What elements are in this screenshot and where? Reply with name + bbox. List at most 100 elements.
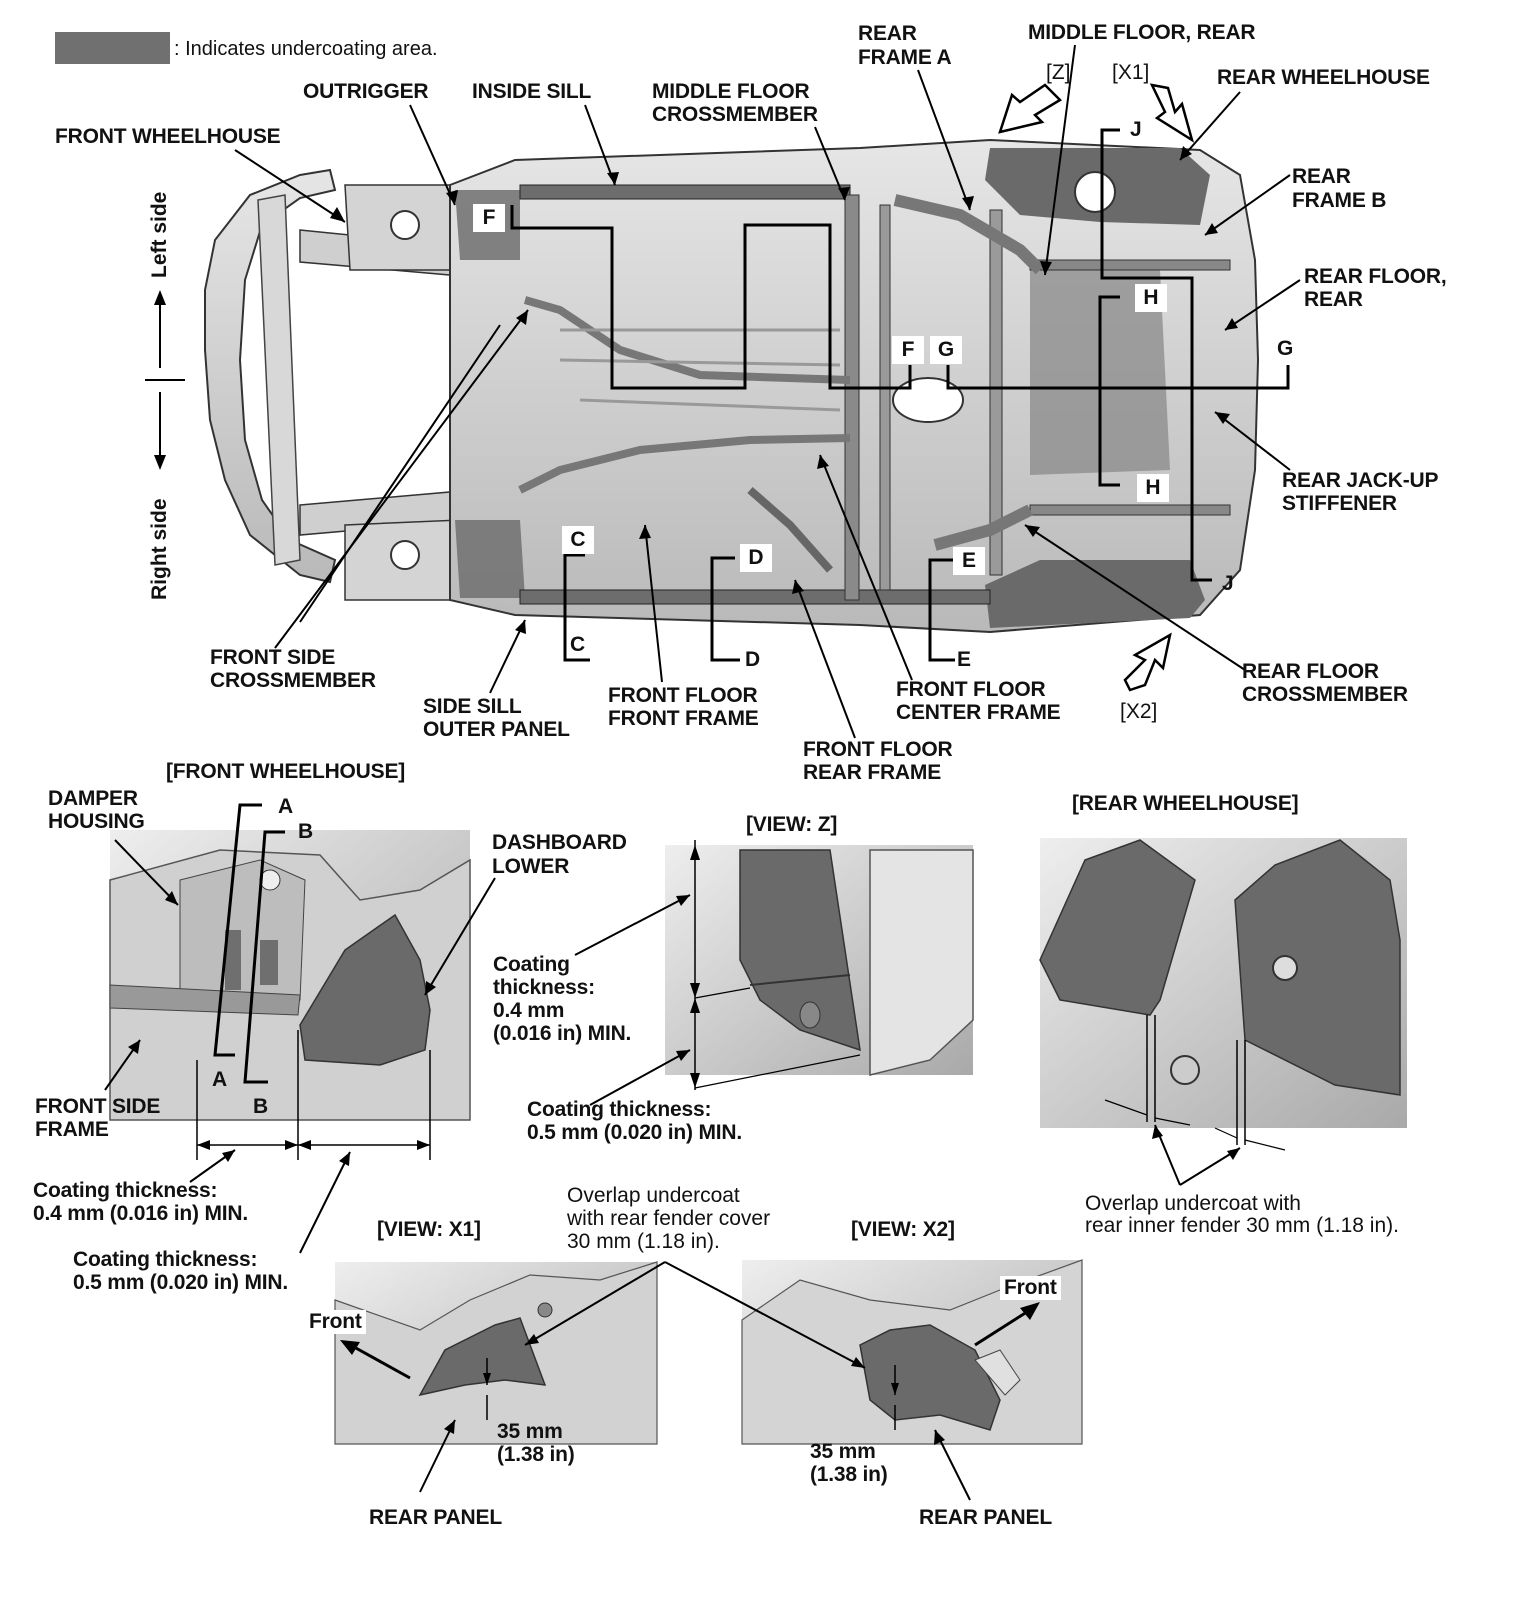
label-view-x1-tag: [X1] [1112,61,1150,84]
fw-coat1-2: 0.4 mm (0.016 in) MIN. [33,1202,249,1225]
section-b-bottom: B [253,1095,269,1118]
rear-wheelhouse-title: [REAR WHEELHOUSE] [1072,792,1299,815]
label-rear-floor-cross-1: REAR FLOOR [1242,660,1379,683]
view-z-coat1-1: Coating [493,953,570,976]
label-front-side-cross-1: FRONT SIDE [210,646,336,669]
label-side-sill-1: SIDE SILL [423,695,522,718]
undercoat-front-right [455,520,525,598]
dashboard-undercoat [299,913,431,1066]
label-front-side-cross-2: CROSSMEMBER [210,669,376,692]
section-a-top: A [278,795,294,818]
view-z-coat1-3: 0.4 mm [493,999,565,1022]
view-x1-title: [VIEW: X1] [377,1218,481,1241]
right-side-label: Right side [148,498,171,600]
leader-lines-main [234,44,1301,739]
section-a-bottom: A [212,1068,228,1091]
front-side-frame-1: FRONT SIDE [35,1095,161,1118]
label-rear-wheelhouse: REAR WHEELHOUSE [1217,66,1430,89]
label-middle-floor-crossmember-1: MIDDLE FLOOR [652,80,810,103]
label-ff-rear-1: FRONT FLOOR [803,738,953,761]
fw-coat1-1: Coating thickness: [33,1179,218,1202]
rear-wheelhouse-note-2: rear inner fender 30 mm (1.18 in). [1085,1214,1399,1237]
view-x1-dim-1: 35 mm [497,1420,563,1443]
front-side-frame-2: FRAME [35,1118,109,1141]
section-j-bottom: J [1222,572,1234,595]
legend-swatch [55,32,170,64]
view-x1-rear-panel: REAR PANEL [369,1506,502,1529]
leader-arrowheads-main [330,146,1238,634]
label-inside-sill: INSIDE SILL [472,80,592,103]
left-side-label: Left side [148,191,171,278]
section-f-right: F [892,336,924,364]
section-g-right: G [1277,337,1294,360]
label-outrigger: OUTRIGGER [303,80,429,103]
label-rear-frame-a-2: FRAME A [858,46,952,69]
view-z-coat1-4: (0.016 in) MIN. [493,1022,632,1045]
overlap-leaders [524,1261,866,1369]
label-ff-center-2: CENTER FRAME [896,701,1061,724]
section-b-top: B [298,820,314,843]
label-ff-front-2: FRONT FRAME [608,707,759,730]
label-middle-floor-crossmember-2: CROSSMEMBER [652,103,818,126]
section-e-bottom: E [957,648,972,671]
section-c-bottom: C [570,633,586,656]
view-x1-detail [334,1261,658,1493]
view-x2-front: Front [1000,1276,1061,1300]
rear-wheelhouse-detail [1039,838,1407,1186]
view-z-coat2-1: Coating thickness: [527,1098,712,1121]
view-x2-rear-panel: REAR PANEL [919,1506,1052,1529]
label-ff-front-1: FRONT FLOOR [608,684,758,707]
view-z-coat2-2: 0.5 mm (0.020 in) MIN. [527,1121,743,1144]
section-e-top: E [953,547,985,575]
legend-text: : Indicates undercoating area. [174,38,438,60]
label-rear-floor-rear-1: REAR FLOOR, [1304,265,1447,288]
fw-coat2-2: 0.5 mm (0.020 in) MIN. [73,1271,289,1294]
section-h-top: H [1135,284,1167,312]
label-rear-jackup-1: REAR JACK-UP [1282,469,1439,492]
label-front-wheelhouse: FRONT WHEELHOUSE [55,125,281,148]
label-ff-center-1: FRONT FLOOR [896,678,1046,701]
label-view-z-tag: [Z] [1046,61,1071,84]
view-x1-dim-2: (1.38 in) [497,1443,575,1466]
section-f-left: F [473,204,505,232]
view-x2-dim-1: 35 mm [810,1440,876,1463]
section-c-top: C [562,526,594,554]
damper-housing-2: HOUSING [48,810,145,833]
view-z-title: [VIEW: Z] [746,813,838,836]
front-wheelhouse-title: [FRONT WHEELHOUSE] [166,760,406,783]
view-z-coat1-2: thickness: [493,976,595,999]
overlap-note-3: 30 mm (1.18 in). [567,1230,720,1253]
label-view-x2-tag: [X2] [1120,700,1158,723]
x2-undercoat [859,1324,1001,1431]
front-wheelhouse-detail [104,803,496,1254]
fw-coat2-1: Coating thickness: [73,1248,258,1271]
overlap-note-1: Overlap undercoat [567,1184,740,1207]
label-rear-jackup-2: STIFFENER [1282,492,1397,515]
section-j-top: J [1130,118,1142,141]
dashboard-lower-1: DASHBOARD [492,831,627,854]
section-g-left: G [930,336,962,364]
view-z-detail [574,840,974,1106]
label-rear-frame-b-1: REAR [1292,165,1351,188]
label-middle-floor-rear: MIDDLE FLOOR, REAR [1028,21,1256,44]
damper-housing-1: DAMPER [48,787,138,810]
label-side-sill-2: OUTER PANEL [423,718,570,741]
dashboard-lower-2: LOWER [492,855,570,878]
view-x2-title: [VIEW: X2] [851,1218,955,1241]
section-h-bottom: H [1137,474,1169,502]
rear-wheelhouse-note-1: Overlap undercoat with [1085,1192,1301,1215]
label-rear-frame-b-2: FRAME B [1292,189,1387,212]
section-d-bottom: D [745,648,761,671]
section-d-top: D [740,544,772,572]
underbody-main-view [145,83,1290,692]
label-rear-floor-cross-2: CROSSMEMBER [1242,683,1408,706]
view-x1-front: Front [305,1310,366,1334]
label-ff-rear-2: REAR FRAME [803,761,941,784]
view-x2-dim-2: (1.38 in) [810,1463,888,1486]
label-rear-floor-rear-2: REAR [1304,288,1363,311]
overlap-note-2: with rear fender cover [567,1207,771,1230]
undercoat-rear-right [985,560,1205,628]
label-rear-frame-a-1: REAR [858,22,917,45]
x1-undercoat [418,1317,547,1397]
